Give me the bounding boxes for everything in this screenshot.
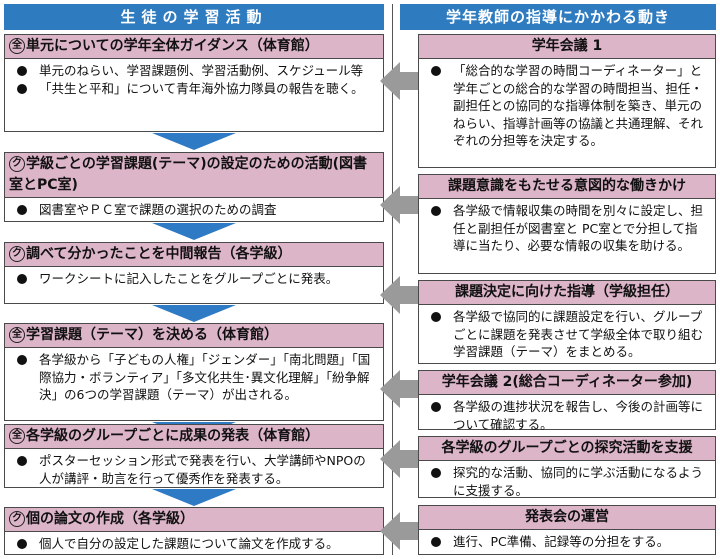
bullet-icon xyxy=(17,456,27,466)
right-box-5: 各学級のグループごとの探究活動を支援 探究的な活動、協同的に学ぶ活動になるように… xyxy=(418,436,716,498)
class-mark: ク xyxy=(9,156,25,172)
class-mark: ク xyxy=(9,246,25,262)
whole-grade-mark: 全 xyxy=(9,428,25,444)
list-item: ワークシートに記入したことをグループごとに発表。 xyxy=(11,270,377,288)
bullet-icon xyxy=(17,205,27,215)
list-item: 各学級から「子どもの人権」「ジェンダー」「南北問題」「国際協力・ボランティア」「… xyxy=(11,351,377,404)
left-box-title: 全学習課題（テーマ）を決める（体育館） xyxy=(5,324,383,348)
left-box-3: ク調べて分かったことを中間報告（各学級） ワークシートに記入したことをグループご… xyxy=(4,242,384,304)
right-column-header: 学年教師の指導にかかわる動き xyxy=(400,4,716,30)
left-column-header: 生徒の学習活動 xyxy=(4,4,384,30)
left-arrow-1 xyxy=(380,62,420,100)
list-item: 「総合的な学習の時間コーディネーター」と学年ごとの総合的な学習の時間担当、担任・… xyxy=(425,62,709,150)
class-mark: ク xyxy=(9,511,25,527)
bullet-icon xyxy=(17,355,27,365)
left-box-6: ク個の論文の作成（各学級） 個人で自分の設定した課題について論文を作成する。 xyxy=(4,507,384,555)
bullet-icon xyxy=(17,83,27,94)
list-item: 個人で自分の設定した課題について論文を作成する。 xyxy=(11,535,377,553)
right-box-4: 学年会議 2(総合コーディネーター参加) 各学級の進捗状況を報告し、今後の計画等… xyxy=(418,370,716,433)
bullet-icon xyxy=(431,206,441,216)
left-arrow-5 xyxy=(380,440,420,478)
down-arrow xyxy=(152,223,236,240)
left-box-title: 全単元についての学年全体ガイダンス（体育館） xyxy=(5,35,383,59)
list-item: 探究的な活動、協同的に学ぶ活動になるように支援する。 xyxy=(425,464,709,499)
right-box-1: 学年会議 1 「総合的な学習の時間コーディネーター」と学年ごとの総合的な学習の時… xyxy=(418,34,716,168)
right-box-title: 学年会議 2(総合コーディネーター参加) xyxy=(419,371,715,395)
left-box-title: ク個の論文の作成（各学級） xyxy=(5,508,383,532)
right-box-3: 課題決定に向けた指導（学級担任） 各学級で協同的に課題設定を行い、グループごとに… xyxy=(418,280,716,364)
list-item: 単元のねらい、学習課題例、学習活動例、スケジュール等 xyxy=(11,62,377,80)
bullet-icon xyxy=(17,274,27,284)
left-arrow-6 xyxy=(380,512,420,550)
list-item: 進行、PC準備、記録等の分担をする。 xyxy=(425,533,709,551)
column-divider xyxy=(392,4,393,555)
bullet-icon xyxy=(431,312,441,322)
left-arrow-3 xyxy=(380,276,420,314)
right-box-title: 課題決定に向けた指導（学級担任） xyxy=(419,281,715,305)
list-item: 各学級の進捗状況を報告し、今後の計画等について確認する。 xyxy=(425,398,709,433)
right-box-6: 発表会の運営 進行、PC準備、記録等の分担をする。 xyxy=(418,505,716,555)
list-item: 「共生と平和」について青年海外協力隊員の報告を聴く。 xyxy=(11,80,377,98)
right-box-2: 課題意識をもたせる意図的な働きかけ 各学級で情報収集の時間を別々に設定し、担任と… xyxy=(418,174,716,274)
bullet-icon xyxy=(17,66,27,76)
left-box-title: ク学級ごとの学習課題(テーマ)の設定のための活動(図書室とPC室) xyxy=(5,153,383,198)
left-box-4: 全学習課題（テーマ）を決める（体育館） 各学級から「子どもの人権」「ジェンダー」… xyxy=(4,323,384,421)
right-box-title: 学年会議 1 xyxy=(419,35,715,59)
left-box-1: 全単元についての学年全体ガイダンス（体育館） 単元のねらい、学習課題例、学習活動… xyxy=(4,34,384,132)
bullet-icon xyxy=(431,537,441,547)
left-box-title: ク調べて分かったことを中間報告（各学級） xyxy=(5,243,383,267)
left-box-2: ク学級ごとの学習課題(テーマ)の設定のための活動(図書室とPC室) 図書室やＰＣ… xyxy=(4,152,384,222)
down-arrow xyxy=(152,133,236,150)
whole-grade-mark: 全 xyxy=(9,327,25,343)
right-box-title: 課題意識をもたせる意図的な働きかけ xyxy=(419,175,715,199)
down-arrow xyxy=(152,305,236,322)
list-item: 図書室やＰＣ室で課題の選択のための調査 xyxy=(11,201,377,219)
whole-grade-mark: 全 xyxy=(9,38,25,54)
left-box-title: 全各学級のグループごとに成果の発表（体育館） xyxy=(5,425,383,449)
bullet-icon xyxy=(431,402,441,412)
down-arrow xyxy=(152,489,236,506)
list-item: ポスターセッション形式で発表を行い、大学講師やNPOの人が講評・助言を行って優秀… xyxy=(11,452,377,487)
list-item: 各学級で協同的に課題設定を行い、グループごとに課題を発表させて学級全体で取り組む… xyxy=(425,308,709,361)
left-arrow-2 xyxy=(380,186,420,224)
list-item: 各学級で情報収集の時間を別々に設定し、担任と副担任が図書室と PC室とで分担して… xyxy=(425,202,709,255)
bullet-icon xyxy=(17,539,27,549)
bullet-icon xyxy=(431,468,441,478)
right-box-title: 発表会の運営 xyxy=(419,506,715,530)
right-box-title: 各学級のグループごとの探究活動を支援 xyxy=(419,437,715,461)
bullet-icon xyxy=(431,66,441,76)
left-box-5: 全各学級のグループごとに成果の発表（体育館） ポスターセッション形式で発表を行い… xyxy=(4,424,384,488)
left-arrow-4 xyxy=(380,370,420,408)
